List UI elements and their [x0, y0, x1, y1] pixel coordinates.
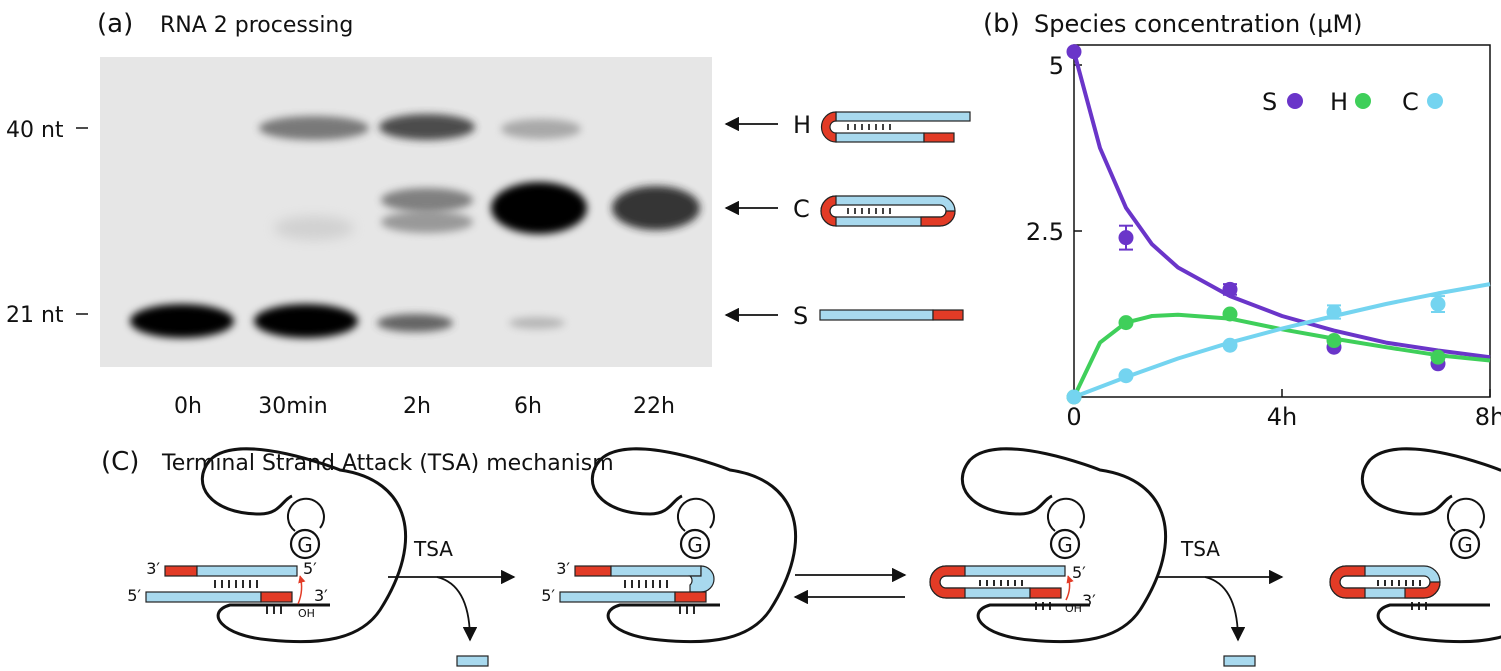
data-point-h — [1326, 333, 1342, 349]
end-label-5prime: 5′ — [303, 559, 317, 578]
guanosine-label: G — [297, 533, 313, 557]
fit-line-c — [1073, 282, 1491, 399]
guanosine-label: G — [1057, 533, 1073, 557]
marker-21nt: 21 nt — [6, 303, 64, 328]
guanosine-label: G — [1457, 533, 1473, 557]
release-arrow-icon — [436, 576, 478, 642]
marker-40nt: 40 nt — [6, 118, 64, 143]
panel-b-title: Species concentration (μM) — [1034, 10, 1363, 38]
panel-a-label: (a) — [97, 9, 133, 39]
ribozyme-backbone — [590, 447, 798, 644]
data-point-s — [1118, 230, 1134, 246]
guanosine-icon — [679, 528, 711, 560]
panel-b-label: (b) — [983, 9, 1020, 39]
hairpin-c-icon — [820, 195, 956, 227]
guanosine-label: G — [687, 533, 703, 557]
data-point-c — [1118, 368, 1134, 384]
x-tick-label: 0 — [1066, 403, 1081, 431]
legend-label: C — [1402, 88, 1419, 116]
species-arrows: H C S — [724, 111, 811, 330]
guanosine-icon — [1049, 528, 1081, 560]
x-tick-label: 8h — [1475, 403, 1501, 431]
lane-label: 0h — [174, 394, 202, 419]
lane-label: 22h — [633, 394, 675, 419]
equilibrium-arrows — [793, 567, 907, 605]
legend-label: S — [1262, 88, 1277, 116]
strand-s-icon — [819, 309, 964, 321]
end-label-oh: OH — [298, 607, 315, 620]
species-label-h: H — [793, 111, 811, 139]
ribozyme-backbone — [960, 447, 1168, 644]
data-point-c — [1430, 296, 1446, 312]
end-label-3prime: 3′ — [1082, 591, 1096, 610]
y-tick-label: 2.5 — [1026, 218, 1064, 246]
fit-line-s — [1072, 51, 1491, 360]
gel-image — [100, 57, 712, 367]
data-point-h — [1118, 315, 1134, 331]
end-label-3prime: 3′ — [556, 559, 570, 578]
panel-c-label: (C) — [101, 447, 139, 477]
released-fragment-icon — [1223, 655, 1256, 667]
lane-label: 6h — [514, 394, 542, 419]
mechanism-stage: G — [1329, 447, 1501, 644]
lane-label: 30min — [258, 394, 327, 419]
legend-label: H — [1330, 88, 1348, 116]
data-point-c — [1222, 337, 1238, 353]
x-tick-label: 4h — [1267, 403, 1297, 431]
mechanism-stage: G 3′ 5′ 5′ 3′ OH — [127, 447, 408, 644]
released-fragment-icon — [456, 655, 489, 667]
end-label-5prime: 5′ — [127, 586, 141, 605]
data-point-c — [1326, 304, 1342, 320]
lane-labels: 0h 30min 2h 6h 22h — [174, 394, 675, 419]
end-label-5prime: 5′ — [541, 586, 555, 605]
end-label-5prime: 5′ — [1072, 563, 1086, 582]
mechanism-stage: G 5′ 3′OH — [929, 447, 1168, 644]
data-point-s — [1222, 281, 1238, 297]
panel-c-title: Terminal Strand Attack (TSA) mechanism — [161, 451, 614, 476]
data-point-s — [1066, 44, 1082, 60]
species-label-c: C — [793, 195, 810, 223]
end-label-3prime: 3′ — [146, 559, 160, 578]
ribozyme-backbone — [200, 447, 408, 644]
tsa-step-2: TSA — [1156, 537, 1284, 667]
data-point-h — [1430, 349, 1446, 365]
end-label-oh: OH — [1065, 602, 1082, 615]
end-label-3prime: 3′ — [314, 586, 328, 605]
tsa-step-1: TSA — [388, 537, 516, 667]
panel-a-title: RNA 2 processing — [160, 13, 353, 38]
hairpin-h-icon — [820, 111, 971, 143]
legend-marker — [1355, 93, 1371, 109]
tsa-label: TSA — [1180, 537, 1220, 561]
concentration-chart: 0 4h 8h 5 2.5 S H C — [1026, 44, 1501, 431]
lane-label: 2h — [403, 394, 431, 419]
legend-marker — [1427, 93, 1443, 109]
data-point-c — [1066, 389, 1082, 405]
y-tick-label: 5 — [1049, 52, 1064, 80]
release-arrow-icon — [1204, 576, 1246, 642]
ribozyme-backbone — [1360, 447, 1501, 644]
data-point-h — [1222, 306, 1238, 322]
mechanism-stage: G 3′5′ — [541, 447, 798, 644]
tsa-label: TSA — [413, 537, 453, 561]
species-label-s: S — [793, 302, 808, 330]
guanosine-icon — [1449, 528, 1481, 560]
guanosine-icon — [289, 528, 321, 560]
legend-marker — [1287, 93, 1303, 109]
